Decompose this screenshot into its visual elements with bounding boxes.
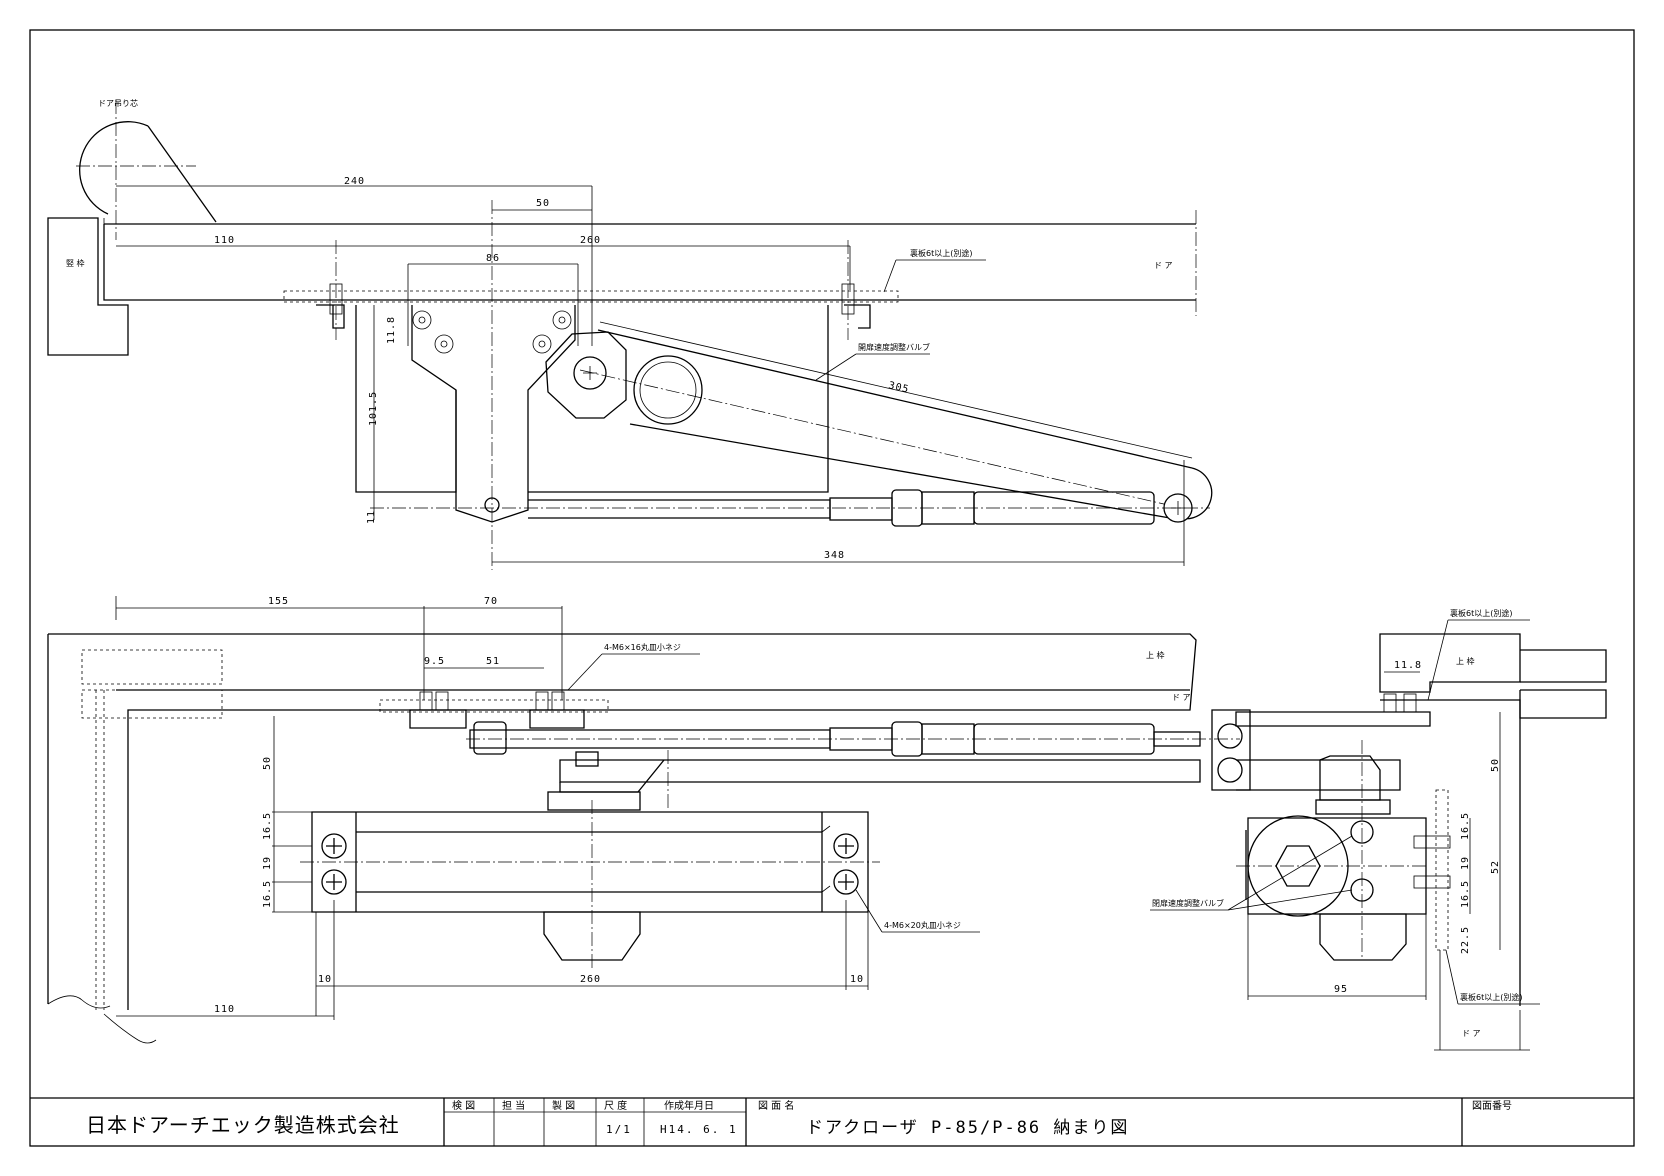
elevation-view: 155 70 9.5 51 50 16.5 19 16.5 10 260 10 … — [47, 596, 1240, 1044]
dim-110-top: 110 — [214, 235, 235, 246]
dim-19-a: 19 — [262, 856, 273, 870]
tb-date-label: 作成年月日 — [664, 1099, 714, 1112]
plan-view: ドア吊り芯 竪 枠 ド ア 裏板6t以上(別途) 開扉速度調整バルブ 240 5… — [47, 98, 1213, 570]
dim-110-elev: 110 — [214, 1004, 235, 1015]
tb-drawing-name-label: 図 面 名 — [758, 1099, 794, 1112]
dim-260-elev: 260 — [580, 974, 601, 985]
tb-scale-label: 尺 度 — [604, 1099, 627, 1112]
tb-drawing-number-label: 図面番号 — [1472, 1100, 1512, 1112]
dim-101-5: 101.5 — [368, 391, 379, 426]
label-screws-body: 4-M6×20丸皿小ネジ — [884, 920, 961, 930]
label-frame: 竪 枠 — [66, 258, 85, 268]
label-back-plate-right: 裏板6t以上(別途) — [1450, 608, 1512, 618]
title-block: 日本ドアーチエック製造株式会社 検 図 担 当 製 図 尺 度 1/1 作成年月… — [30, 1097, 1634, 1146]
dim-52: 52 — [1490, 860, 1501, 874]
label-door-bottom: ド ア — [1462, 1029, 1481, 1038]
dim-70: 70 — [484, 596, 498, 607]
company-name: 日本ドアーチエック製造株式会社 — [86, 1113, 400, 1137]
dim-10-left: 10 — [318, 974, 332, 985]
dim-22-5: 22.5 — [1460, 926, 1471, 954]
dim-16-5-c: 16.5 — [1460, 812, 1471, 840]
label-door-pivot: ドア吊り芯 — [98, 98, 138, 108]
side-view: 11.8 50 16.5 19 16.5 52 22.5 95 裏板6t以上(別… — [1150, 608, 1607, 1051]
dim-260-top: 260 — [580, 235, 601, 246]
label-door-top: ド ア — [1154, 261, 1173, 270]
drawing-title: ドアクローザ P-85/P-86 納まり図 — [806, 1118, 1129, 1138]
label-door-mid: ド ア — [1172, 693, 1191, 702]
dim-9-5: 9.5 — [424, 656, 445, 667]
dim-95: 95 — [1334, 984, 1348, 995]
label-speed-valve-top: 開扉速度調整バルブ — [858, 342, 930, 352]
dim-11-8-top: 11.8 — [386, 316, 397, 344]
tb-scale-value: 1/1 — [606, 1123, 632, 1136]
dim-16-5-b: 16.5 — [262, 880, 273, 908]
dim-155: 155 — [268, 596, 289, 607]
tb-drafter: 製 図 — [552, 1099, 575, 1112]
dim-50-side: 50 — [1490, 758, 1501, 772]
dim-305: 305 — [887, 380, 910, 395]
label-top-frame-left: 上 枠 — [1146, 650, 1165, 660]
dim-50-elev: 50 — [262, 756, 273, 770]
dim-11-8-side: 11.8 — [1394, 660, 1422, 671]
dim-51: 51 — [486, 656, 500, 667]
dim-50: 50 — [536, 198, 550, 209]
dim-19-b: 19 — [1460, 856, 1471, 870]
dim-10-right: 10 — [850, 974, 864, 985]
tb-inspect: 検 図 — [452, 1099, 475, 1112]
label-back-plate-bottom: 裏板6t以上(別途) — [1460, 992, 1522, 1002]
label-speed-valve-right: 閉扉速度調整バルブ — [1152, 898, 1224, 908]
dim-16-5-d: 16.5 — [1460, 880, 1471, 908]
tb-charge: 担 当 — [502, 1099, 525, 1112]
body-screw-icon — [321, 833, 859, 895]
dim-348: 348 — [824, 550, 845, 561]
dim-86: 86 — [486, 253, 500, 264]
label-screws-top: 4-M6×16丸皿小ネジ — [604, 642, 681, 652]
dim-16-5-a: 16.5 — [262, 812, 273, 840]
tb-date-value: H14. 6. 1 — [660, 1123, 738, 1136]
label-back-plate-top: 裏板6t以上(別途) — [910, 248, 972, 258]
label-top-frame-right: 上 枠 — [1456, 656, 1475, 666]
dim-240: 240 — [344, 176, 365, 187]
dim-11: 11 — [366, 510, 377, 524]
drawing-border — [29, 29, 1635, 1147]
